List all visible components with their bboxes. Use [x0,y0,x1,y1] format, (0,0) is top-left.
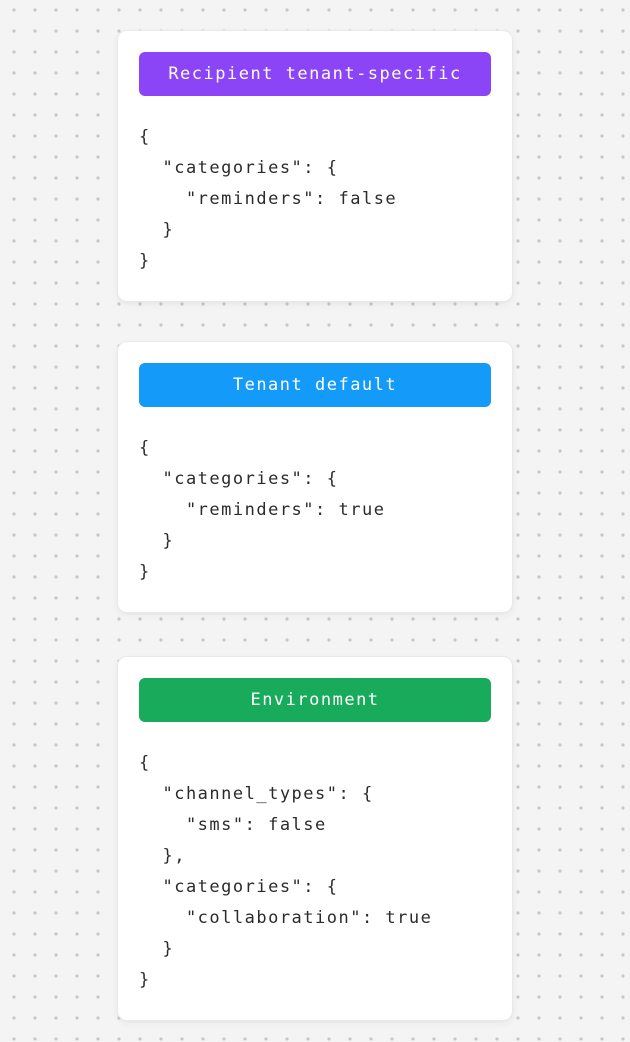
json-code-tenant-default: { "categories": { "reminders": true } } [139,438,386,582]
card-tenant-default: Tenant default { "categories": { "remind… [117,341,513,613]
card-environment: Environment { "channel_types": { "sms": … [117,656,513,1021]
badge-environment: Environment [139,678,491,722]
card-recipient-tenant-specific: Recipient tenant-specific { "categories"… [117,30,513,302]
json-code-environment: { "channel_types": { "sms": false }, "ca… [139,753,433,990]
badge-recipient-tenant-specific: Recipient tenant-specific [139,52,491,96]
json-code-recipient-tenant-specific: { "categories": { "reminders": false } } [139,127,398,271]
card-stack: Recipient tenant-specific { "categories"… [117,0,513,1021]
badge-tenant-default: Tenant default [139,363,491,407]
